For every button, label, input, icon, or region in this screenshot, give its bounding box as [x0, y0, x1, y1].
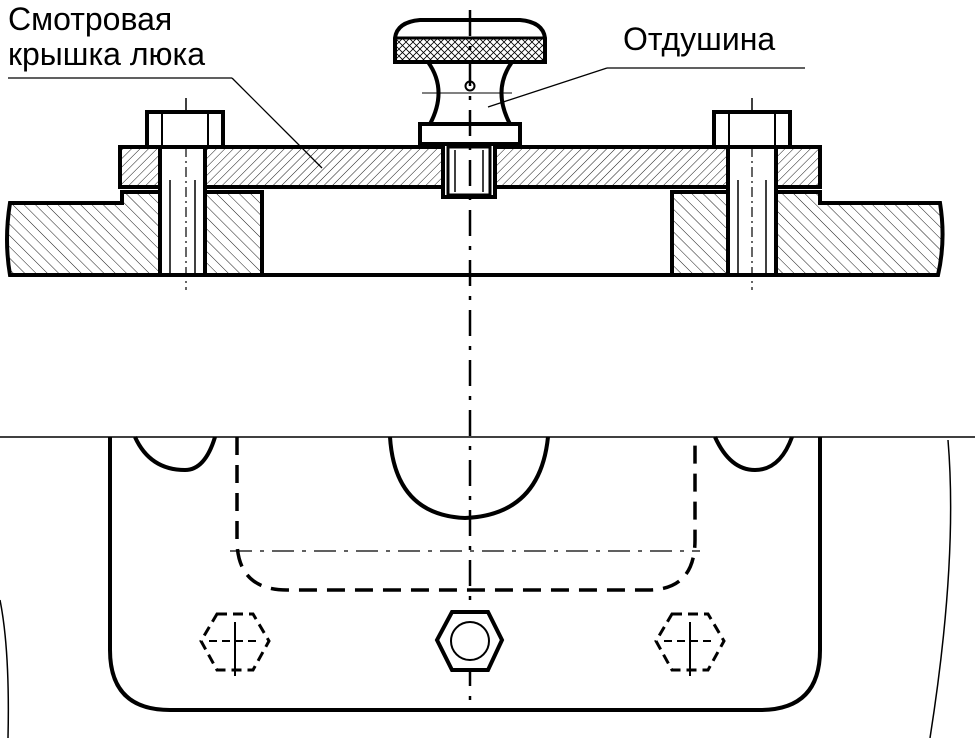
section-view	[5, 10, 945, 712]
label-vent: Отдушина	[623, 21, 776, 57]
housing-right-inner	[670, 190, 730, 277]
hidden-bolt-right	[654, 612, 726, 676]
cover-outline	[108, 437, 822, 712]
leader-lines	[8, 67, 805, 169]
housing-left-inner	[203, 190, 264, 277]
housing-left	[5, 190, 162, 277]
label-inspection-cover-line1: Смотровая	[8, 1, 173, 37]
label-inspection-cover: Смотровая крышка люка	[8, 2, 205, 72]
vent	[393, 18, 547, 146]
housing-right	[774, 190, 945, 277]
center-hex-nut	[434, 610, 505, 672]
label-inspection-cover-line2: крышка люка	[8, 36, 206, 72]
bolt-left	[145, 98, 225, 290]
bolt-right	[712, 98, 792, 290]
hidden-bolt-left	[199, 612, 271, 676]
plan-view	[0, 436, 975, 738]
hidden-opening	[235, 437, 697, 592]
